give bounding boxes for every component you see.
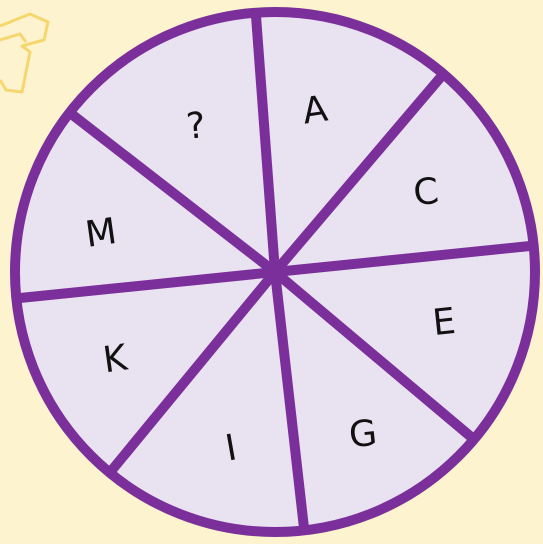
- segment-label-7: M: [83, 211, 119, 256]
- segment-label-3: E: [431, 301, 458, 344]
- corner-decoration: [0, 14, 48, 92]
- segment-label-4: G: [347, 413, 379, 457]
- segment-label-2: C: [411, 171, 440, 214]
